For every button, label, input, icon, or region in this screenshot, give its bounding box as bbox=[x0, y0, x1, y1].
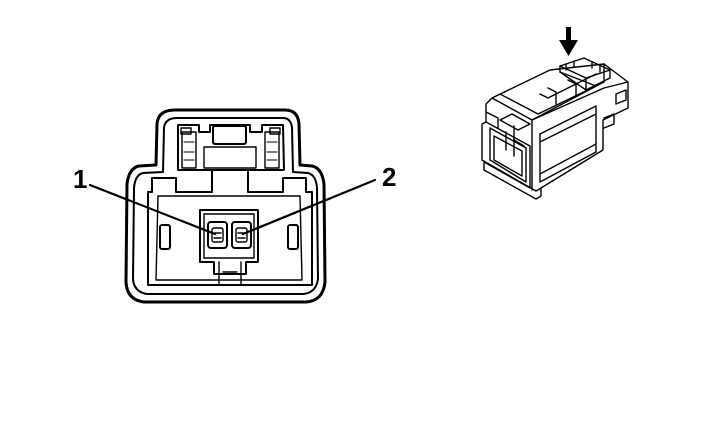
latch-body bbox=[203, 146, 257, 169]
latch-rib-left bbox=[181, 131, 197, 169]
pin-2-label: 2 bbox=[382, 162, 396, 192]
latch-notch-right bbox=[269, 127, 281, 135]
pin-2-leader-line bbox=[241, 178, 377, 236]
latch-3d bbox=[559, 57, 611, 91]
housing-outer-outline bbox=[124, 108, 327, 304]
pin-cavity-1 bbox=[207, 221, 228, 249]
pin-1-leader-line bbox=[88, 183, 217, 236]
latch-rib-right bbox=[264, 131, 280, 169]
connector-3d-view bbox=[481, 27, 629, 200]
connector-front-view: 1 2 bbox=[73, 108, 396, 304]
pin-cavity-2 bbox=[231, 221, 252, 249]
cavity-frame bbox=[147, 169, 313, 286]
latch-tab bbox=[212, 125, 247, 145]
guide-slot-left bbox=[159, 224, 171, 250]
guide-slot-right bbox=[287, 224, 299, 250]
down-arrow-icon bbox=[559, 27, 578, 56]
pin-1-label: 1 bbox=[73, 164, 87, 194]
latch-shroud bbox=[177, 124, 285, 171]
cavity-inner bbox=[155, 195, 303, 281]
terminal-block-inner bbox=[203, 213, 255, 259]
housing-3d-front-face bbox=[483, 121, 531, 189]
lock-tab-bottom bbox=[218, 261, 242, 286]
housing-3d-body bbox=[481, 63, 629, 192]
housing-inner-outline bbox=[132, 117, 319, 295]
latch-notch-left bbox=[180, 127, 192, 135]
